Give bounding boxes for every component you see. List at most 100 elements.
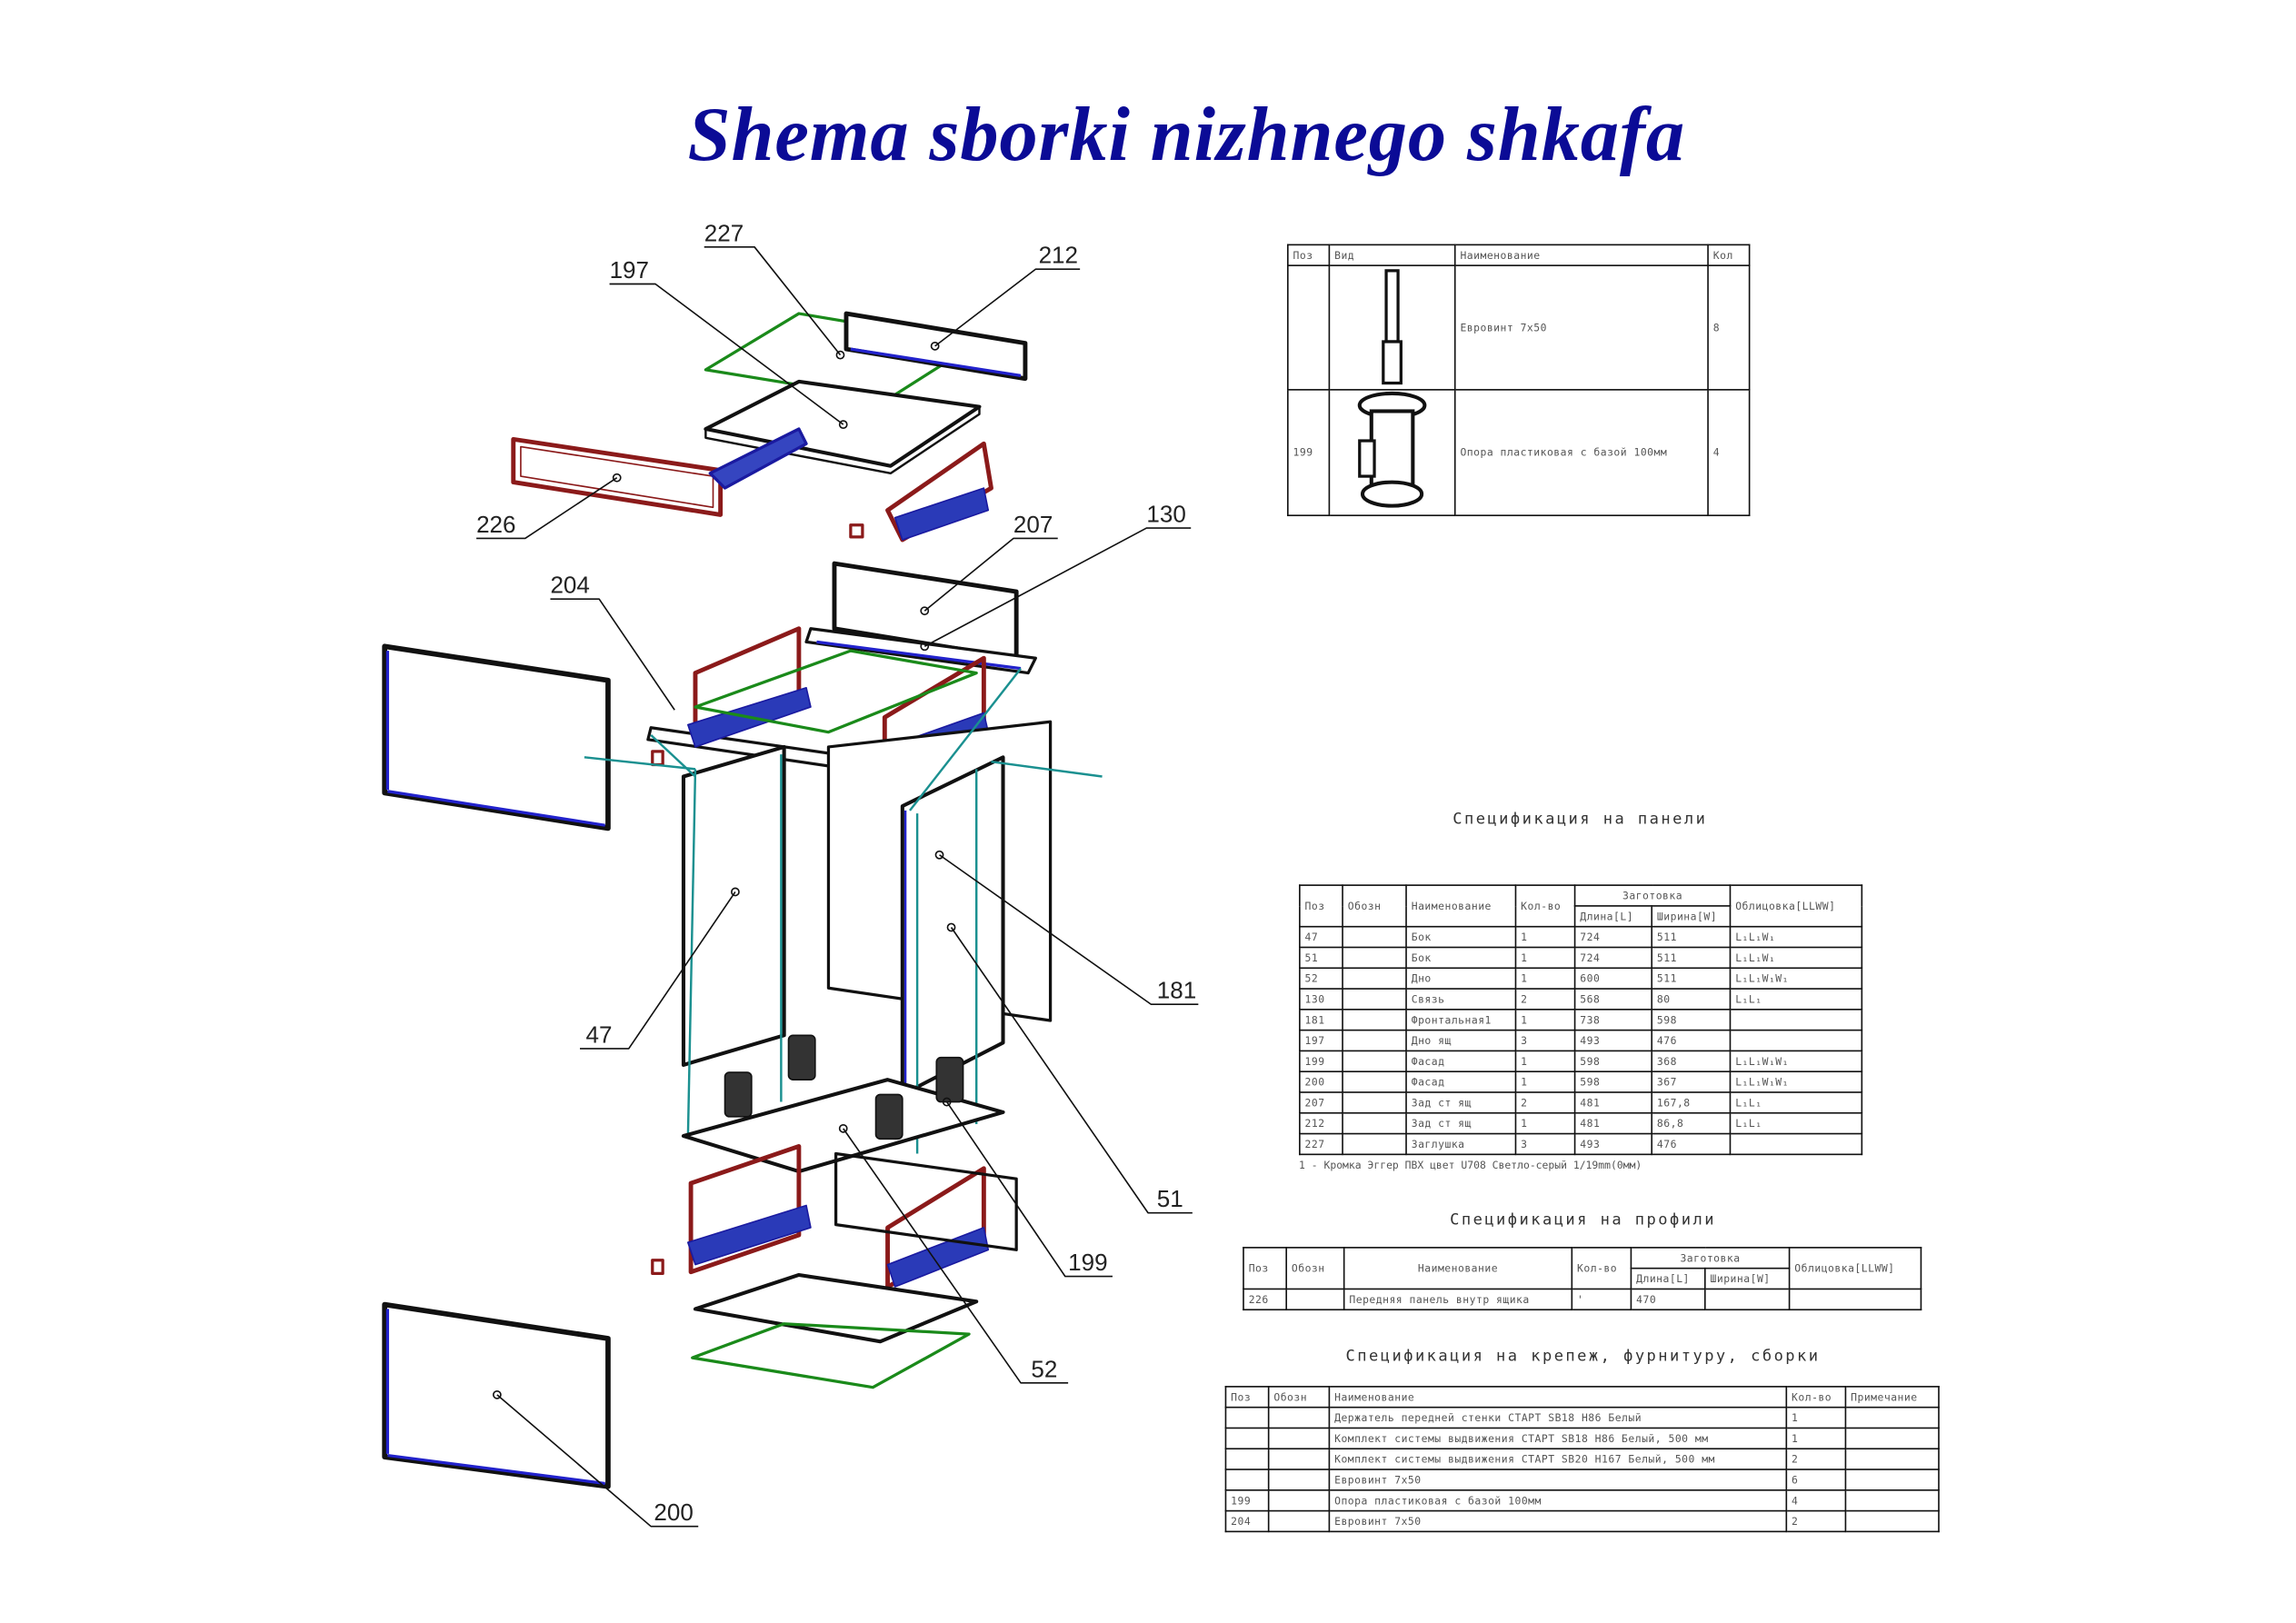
cell-code <box>1342 1091 1407 1114</box>
col-name: Наименование <box>1453 244 1709 266</box>
cell-name: Держатель передней стенки СТАРТ SB18 H86… <box>1328 1406 1788 1429</box>
cell-pos: 207 <box>1299 1091 1343 1114</box>
cell-length: 598 <box>1573 1070 1653 1093</box>
cell-edging: L₁L₁W₁ <box>1729 925 1863 949</box>
cell-name: Фасад <box>1405 1070 1517 1093</box>
callout-227: 227 <box>704 219 744 246</box>
cell-pos: 47 <box>1299 925 1343 949</box>
cell-name: Евровинт 7x50 <box>1328 1469 1788 1491</box>
cell-length: 724 <box>1573 946 1653 970</box>
cell-pos: 199 <box>1224 1489 1270 1512</box>
fasteners-spec-table: Поз Обозн Наименование Кол-во Примечание… <box>1224 1386 1940 1533</box>
cell-qty: 2 <box>1514 1091 1576 1114</box>
cell-name: Фронтальная1 <box>1405 1009 1517 1031</box>
cell-name: Бок <box>1405 925 1517 949</box>
cell-name: Дно ящ <box>1405 1029 1517 1052</box>
cell-pos: 212 <box>1299 1111 1343 1135</box>
cell-qty: 1 <box>1514 1070 1576 1093</box>
callout-212: 212 <box>1039 242 1078 269</box>
cell-name: Связь <box>1405 988 1517 1011</box>
cell-name: Передняя панель внутр ящика <box>1343 1288 1573 1311</box>
cell-qty: 1 <box>1514 946 1576 970</box>
cell-edging: L₁L₁W₁W₁ <box>1729 1050 1863 1073</box>
cell-width: 511 <box>1651 925 1732 949</box>
cell-pos: 181 <box>1299 1009 1343 1031</box>
profiles-spec-table: Поз Обозн Наименование Кол-во Заготовка … <box>1243 1247 1922 1311</box>
drawer-front-226 <box>511 436 724 517</box>
cell-length: 493 <box>1573 1132 1653 1156</box>
col-pos: Поз <box>1287 244 1331 266</box>
cell-code <box>1342 1029 1407 1052</box>
fasteners-spec-title: Спецификация на крепеж, фурнитуру, сборк… <box>1345 1347 1821 1366</box>
cell-pos: 199 <box>1299 1050 1343 1073</box>
cell-width: 511 <box>1651 967 1732 990</box>
table-row: Комплект системы выдвижения СТАРТ SB20 H… <box>1224 1448 1940 1470</box>
cell-pos: 200 <box>1299 1070 1343 1093</box>
callout-181: 181 <box>1157 977 1196 1004</box>
col-qty: Кол <box>1707 244 1751 266</box>
cell-code <box>1267 1406 1331 1429</box>
cell-note <box>1844 1406 1940 1429</box>
cell-pos: 226 <box>1243 1288 1288 1311</box>
plastic-leg-icon <box>1357 391 1427 508</box>
panels-spec-title: Спецификация на панели <box>1452 810 1708 829</box>
cell-name: Дно <box>1405 967 1517 990</box>
cell-code <box>1267 1489 1331 1512</box>
cell-length: 724 <box>1573 925 1653 949</box>
cell-width: 598 <box>1651 1009 1732 1031</box>
cell-pos: 227 <box>1299 1132 1343 1156</box>
cell-edging: L₁L₁ <box>1729 988 1863 1011</box>
cell-length: 481 <box>1573 1111 1653 1135</box>
cell-pos <box>1224 1448 1270 1470</box>
cell-pos <box>1224 1469 1270 1491</box>
cell-note <box>1844 1489 1940 1512</box>
table-row: 199 Опора пластиковая с базой 100мм 4 <box>1287 389 1751 517</box>
cell-width: 511 <box>1651 946 1732 970</box>
hardware-table: Поз Вид Наименование Кол Евровинт 7x50 8… <box>1287 244 1751 517</box>
cell-name: Бок <box>1405 946 1517 970</box>
cell-code <box>1342 925 1407 949</box>
cell-qty: ' <box>1571 1288 1632 1311</box>
eurobolt-icon <box>1382 268 1403 384</box>
cell-width: 476 <box>1651 1029 1732 1052</box>
table-row: Держатель передней стенки СТАРТ SB18 H86… <box>1224 1406 1940 1429</box>
cell-code <box>1342 946 1407 970</box>
cell-code <box>1285 1288 1345 1311</box>
cell-edging: L₁L₁ <box>1729 1111 1863 1135</box>
cell-qty: 2 <box>1785 1448 1847 1470</box>
cell-width: 80 <box>1651 988 1732 1011</box>
cell-width: 476 <box>1651 1132 1732 1156</box>
cell-code <box>1267 1509 1331 1533</box>
cell-note <box>1844 1427 1940 1450</box>
cell-qty: 3 <box>1514 1029 1576 1052</box>
cell-name: Фасад <box>1405 1050 1517 1073</box>
cell-length: 738 <box>1573 1009 1653 1031</box>
table-row: 226 Передняя панель внутр ящика'470 <box>1243 1288 1922 1311</box>
cell-note <box>1844 1448 1940 1470</box>
cell-width: 368 <box>1651 1050 1732 1073</box>
profiles-spec-title: Спецификация на профили <box>1450 1211 1716 1230</box>
side-panel-47 <box>681 744 786 1067</box>
cell-qty: 1 <box>1514 1111 1576 1135</box>
cell-length: 470 <box>1630 1288 1706 1311</box>
cell-edging <box>1729 1132 1863 1156</box>
cell-edging: L₁L₁ <box>1729 1091 1863 1114</box>
cell-name: Зад ст ящ <box>1405 1091 1517 1114</box>
callout-200: 200 <box>654 1499 693 1526</box>
cell-qty: 3 <box>1514 1132 1576 1156</box>
cell-edging <box>1729 1029 1863 1052</box>
cell-code <box>1342 1132 1407 1156</box>
callout-204: 204 <box>550 572 589 599</box>
cell-edging <box>1729 1009 1863 1031</box>
